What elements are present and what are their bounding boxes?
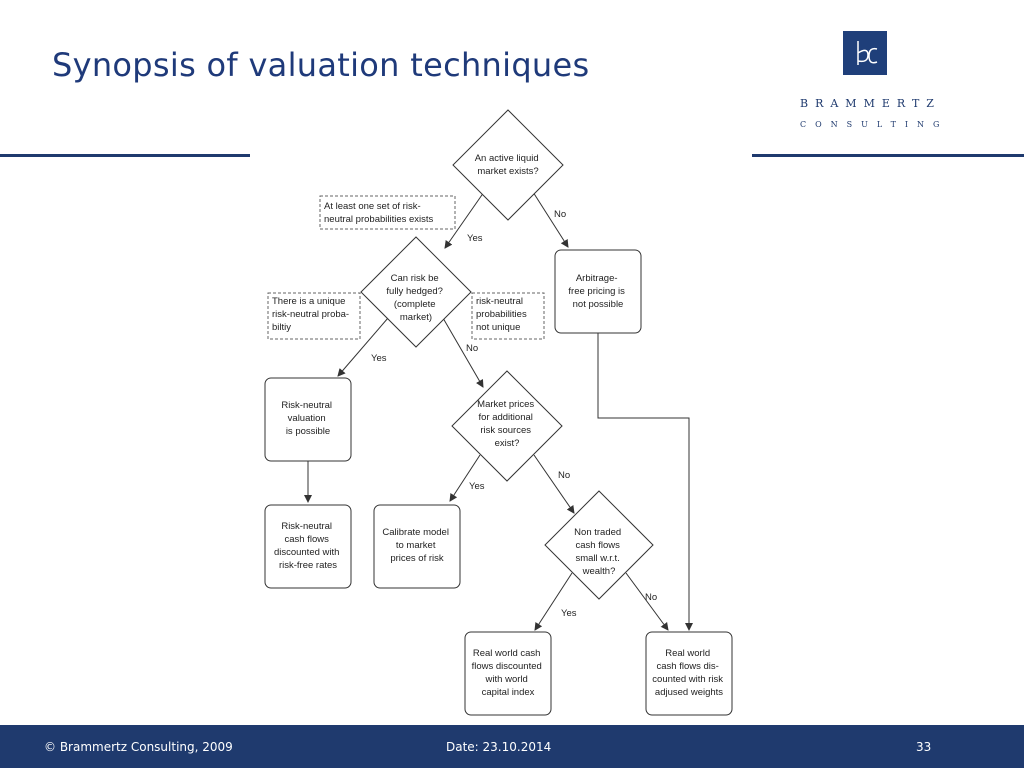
footer-page-number: 33 <box>916 740 932 754</box>
node-rn-possible <box>264 377 352 462</box>
text-hedged: Can risk be fully hedged? (complete mark… <box>386 273 445 323</box>
label-nontraded-no: No <box>645 592 657 603</box>
edge-hedged-no <box>442 317 484 388</box>
text-market-prices: Market prices for additional risk source… <box>477 399 537 449</box>
node-calibrate <box>373 504 461 589</box>
node-arbitrage <box>554 249 642 334</box>
text-note-unique: There is a unique risk-neutral proba- bi… <box>272 296 352 333</box>
node-rn-cashflows <box>264 504 352 589</box>
edge-nontraded-no <box>625 572 669 631</box>
text-note-not-unique: risk-neutral probabilities not unique <box>476 296 529 333</box>
node-real-world-weights <box>645 631 733 716</box>
label-active-yes: Yes <box>467 233 483 244</box>
text-active-market: An active liquid market exists? <box>475 153 542 177</box>
footer-date: Date: 23.10.2014 <box>446 740 552 754</box>
label-hedged-no: No <box>466 343 478 354</box>
page-title: Synopsis of valuation techniques <box>52 46 590 84</box>
title-rule-left <box>0 154 250 157</box>
edge-hedged-yes <box>337 317 389 377</box>
note-unique <box>267 292 361 340</box>
text-real-world-weights: Real world cash flows dis- counted with … <box>652 648 725 698</box>
node-real-world-index <box>464 631 552 716</box>
label-market-yes: Yes <box>469 481 485 492</box>
node-active-market <box>452 109 564 221</box>
title-rule-right <box>752 154 1024 157</box>
label-hedged-yes: Yes <box>371 353 387 364</box>
logo-tagline: CONSULTING <box>800 120 949 129</box>
node-non-traded <box>544 490 654 600</box>
text-non-traded: Non traded cash flows small w.r.t. wealt… <box>574 527 624 577</box>
label-market-no: No <box>558 470 570 481</box>
text-calibrate: Calibrate model to market prices of risk <box>382 527 451 564</box>
edge-nontraded-yes <box>534 572 573 631</box>
edge-market-no <box>533 454 575 514</box>
label-active-no: No <box>554 209 566 220</box>
node-hedged <box>360 236 472 348</box>
brammertz-logo-icon <box>843 31 887 75</box>
text-rn-cashflows: Risk-neutral cash flows discounted with … <box>274 521 342 571</box>
node-market-prices <box>451 370 563 482</box>
logo-name: BRAMMERTZ <box>800 97 941 110</box>
edge-market-yes <box>449 454 481 502</box>
edge-arbitrage-to-weights <box>597 333 693 631</box>
edge-active-no <box>532 191 569 248</box>
text-real-world-index: Real world cash flows discounted with wo… <box>472 648 545 698</box>
footer-copyright: © Brammertz Consulting, 2009 <box>44 740 233 754</box>
footer-bar: © Brammertz Consulting, 2009 Date: 23.10… <box>0 725 1024 768</box>
note-not-unique <box>471 292 545 340</box>
text-rn-possible: Risk-neutral valuation is possible <box>281 400 334 437</box>
note-one-set <box>319 195 456 230</box>
label-nontraded-yes: Yes <box>561 608 577 619</box>
edge-active-yes <box>444 191 485 249</box>
text-note-one-set: At least one set of risk- neutral probab… <box>324 201 434 225</box>
valuation-flowchart: An active liquid market exists? Arbitrag… <box>264 109 733 716</box>
text-arbitrage: Arbitrage- free pricing is not possible <box>568 273 627 310</box>
